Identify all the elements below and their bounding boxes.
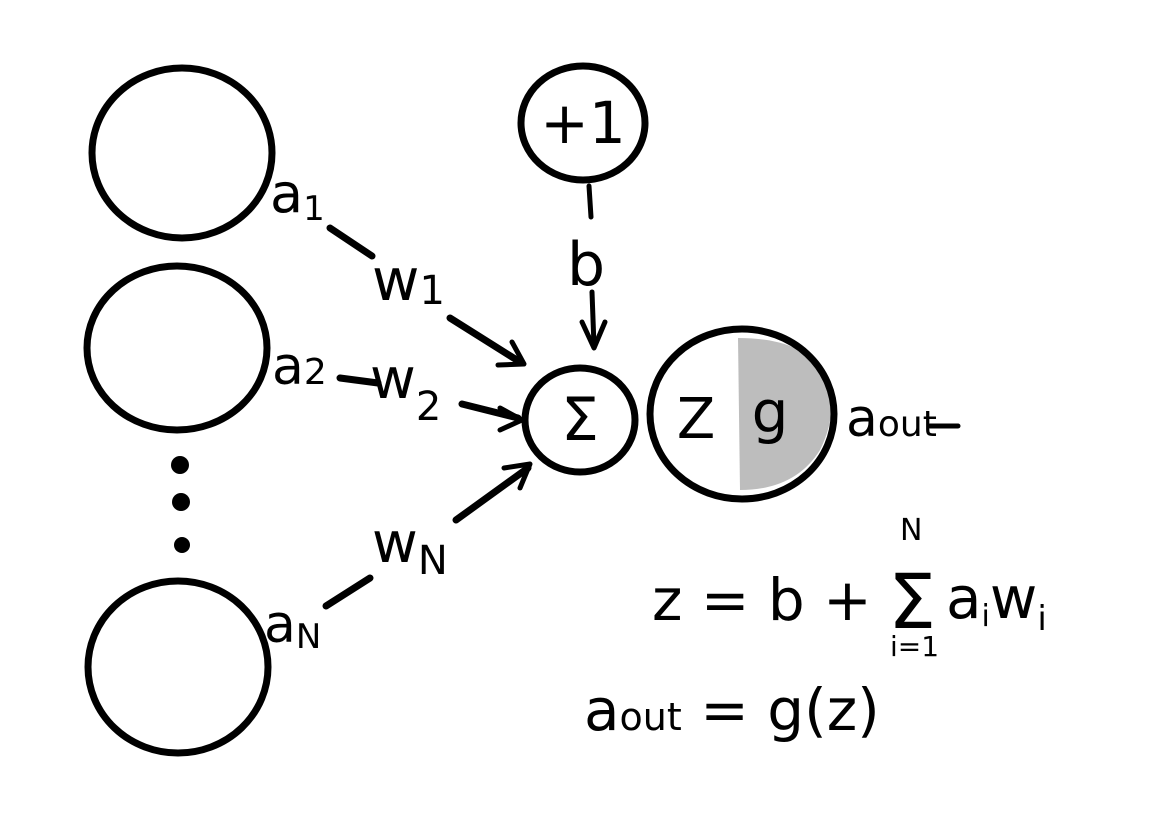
sum-node xyxy=(521,364,639,476)
label-w1: w1 xyxy=(372,246,445,314)
edge-an-seg1 xyxy=(322,574,374,610)
arrowhead-wn xyxy=(501,461,533,491)
label-an: aN xyxy=(264,595,321,657)
edge-a1-seg1 xyxy=(326,224,376,260)
input-node-n xyxy=(84,577,272,757)
equation-z: z = b + xyxy=(652,566,872,634)
sum-symbol: Σ xyxy=(561,385,599,455)
arrowhead-w2 xyxy=(497,405,525,433)
bias-edge-label: b xyxy=(567,230,605,300)
equation-z-sum-top: N xyxy=(900,513,922,548)
equation-aout: aout = g(z) xyxy=(584,676,880,744)
edge-a2-seg2 xyxy=(458,400,522,422)
input-node-1 xyxy=(88,64,276,242)
label-a2: a2 xyxy=(272,337,327,397)
bias-node xyxy=(517,62,649,184)
edge-bias-seg1 xyxy=(586,183,594,220)
label-a1: a1 xyxy=(270,162,325,229)
g-label: g xyxy=(752,378,789,446)
input-node-2 xyxy=(83,262,271,434)
arrowhead-w1 xyxy=(495,339,527,368)
ellipsis-dot-1 xyxy=(171,456,189,474)
edge-bias-seg2 xyxy=(589,289,597,349)
bias-node-label: +1 xyxy=(540,89,626,157)
activation-shade xyxy=(738,338,832,490)
z-label: Z xyxy=(677,387,715,452)
equation-z-sum: Σ xyxy=(888,557,936,646)
output-label: aout xyxy=(846,389,937,449)
equation-z-sum-bottom: i=1 xyxy=(890,630,939,663)
label-w2: w2 xyxy=(370,347,441,430)
edge-a1-seg2 xyxy=(446,314,524,366)
label-wn: wN xyxy=(372,511,448,584)
activation-node xyxy=(646,325,838,503)
arrowhead-bias xyxy=(579,319,608,351)
edge-a2-seg1 xyxy=(336,374,382,387)
ellipsis-dot-3 xyxy=(174,537,190,553)
equation-z-term: aiwi xyxy=(946,564,1047,639)
ellipsis-dot-2 xyxy=(172,493,190,511)
edge-an-seg2 xyxy=(452,464,532,524)
